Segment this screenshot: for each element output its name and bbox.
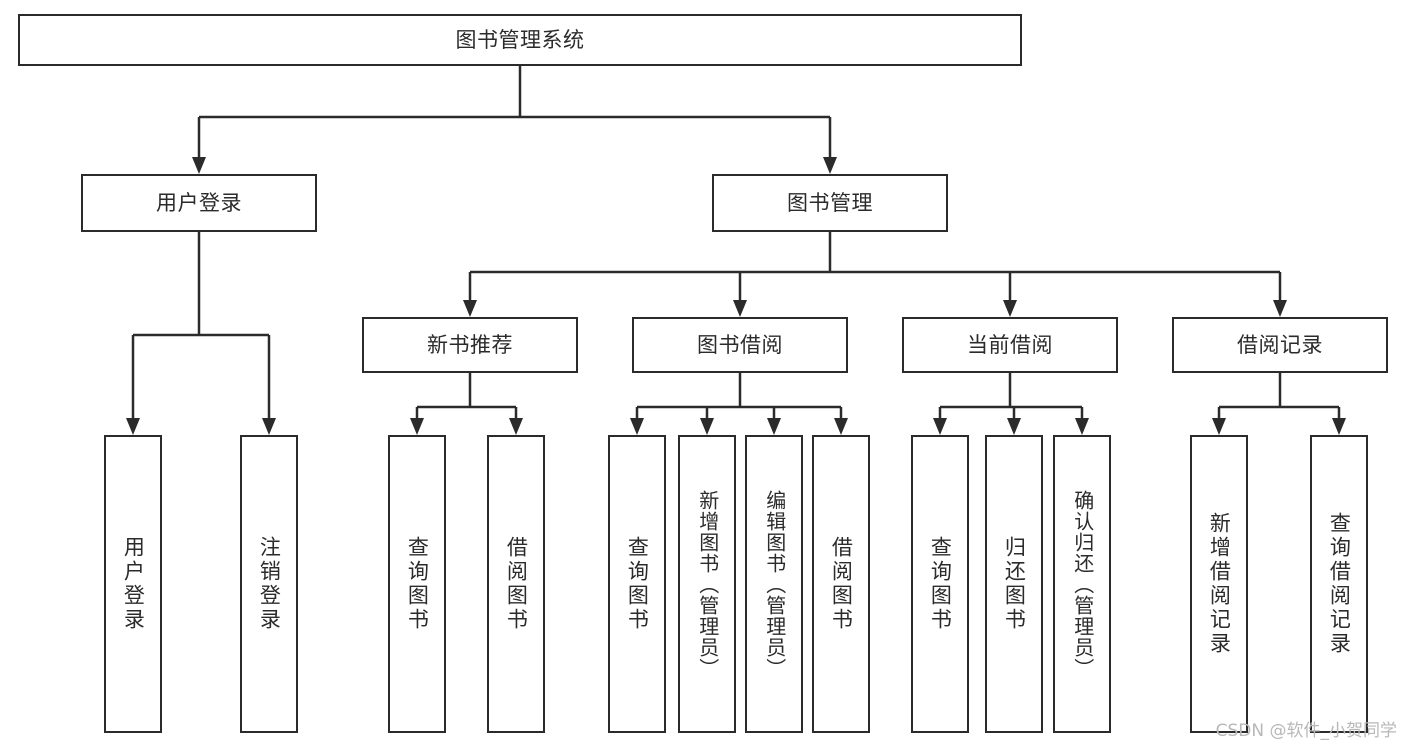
node-leaf-add-record[interactable]: 新增借阅记录 — [1190, 435, 1248, 733]
node-new-book-recommend[interactable]: 新书推荐 — [362, 317, 578, 373]
node-leaf-edit-book[interactable]: 编辑图书（管理员） — [745, 435, 803, 733]
connector-arrowhead — [1332, 418, 1346, 435]
node-label: 借阅图书 — [829, 536, 854, 632]
node-label: 用户登录 — [156, 190, 242, 215]
connector-arrowhead — [1075, 418, 1089, 435]
node-leaf-borrow-book-1[interactable]: 借阅图书 — [487, 435, 545, 733]
node-leaf-return-book[interactable]: 归还图书 — [985, 435, 1043, 733]
connector-arrowhead — [1007, 418, 1021, 435]
connector-arrowhead — [733, 300, 747, 317]
node-label: 注销登录 — [257, 536, 282, 632]
node-label: 图书管理 — [787, 190, 873, 215]
node-leaf-confirm-return[interactable]: 确认归还（管理员） — [1053, 435, 1111, 733]
connector-arrowhead — [1273, 300, 1287, 317]
node-leaf-add-book[interactable]: 新增图书（管理员） — [678, 435, 736, 733]
node-label: 新增图书（管理员） — [695, 489, 720, 679]
node-leaf-query-book-2[interactable]: 查询图书 — [608, 435, 666, 733]
node-user-login[interactable]: 用户登录 — [81, 174, 317, 232]
node-label: 当前借阅 — [967, 332, 1053, 357]
connector-arrowhead — [1212, 418, 1226, 435]
connector-arrowhead — [509, 418, 523, 435]
connector-arrowhead — [126, 418, 140, 435]
connector-arrowhead — [1003, 300, 1017, 317]
connector-arrowhead — [192, 157, 206, 174]
node-current-borrow[interactable]: 当前借阅 — [902, 317, 1118, 373]
connector-arrowhead — [463, 300, 477, 317]
node-label: 借阅图书 — [504, 536, 529, 632]
node-leaf-query-book-1[interactable]: 查询图书 — [388, 435, 446, 733]
connector-arrowhead — [410, 418, 424, 435]
node-book-manage[interactable]: 图书管理 — [712, 174, 948, 232]
node-label: 确认归还（管理员） — [1070, 489, 1095, 679]
node-label: 借阅记录 — [1237, 332, 1323, 357]
connector-arrowhead — [767, 418, 781, 435]
watermark-label: CSDN @软件_小贺同学 — [1215, 721, 1397, 741]
node-label: 归还图书 — [1002, 536, 1027, 632]
node-root[interactable]: 图书管理系统 — [18, 14, 1022, 66]
node-label: 编辑图书（管理员） — [762, 489, 787, 679]
node-label: 查询图书 — [928, 536, 953, 632]
node-leaf-borrow-book-2[interactable]: 借阅图书 — [812, 435, 870, 733]
connector-arrowhead — [834, 418, 848, 435]
node-borrow-record[interactable]: 借阅记录 — [1172, 317, 1388, 373]
node-label: 查询借阅记录 — [1327, 512, 1352, 656]
node-leaf-query-record[interactable]: 查询借阅记录 — [1310, 435, 1368, 733]
node-label: 新增借阅记录 — [1207, 512, 1232, 656]
node-label: 查询图书 — [405, 536, 430, 632]
node-label: 新书推荐 — [427, 332, 513, 357]
node-label: 图书借阅 — [697, 332, 783, 357]
connector-arrowhead — [933, 418, 947, 435]
node-leaf-user-login[interactable]: 用户登录 — [104, 435, 162, 733]
node-label: 查询图书 — [625, 536, 650, 632]
node-label: 用户登录 — [121, 536, 146, 632]
connector-arrowhead — [823, 157, 837, 174]
connector-arrowhead — [700, 418, 714, 435]
connector-arrowhead — [262, 418, 276, 435]
node-leaf-query-book-3[interactable]: 查询图书 — [911, 435, 969, 733]
node-leaf-logout[interactable]: 注销登录 — [240, 435, 298, 733]
node-book-borrow[interactable]: 图书借阅 — [632, 317, 848, 373]
node-label: 图书管理系统 — [455, 27, 585, 52]
connector-arrowhead — [630, 418, 644, 435]
